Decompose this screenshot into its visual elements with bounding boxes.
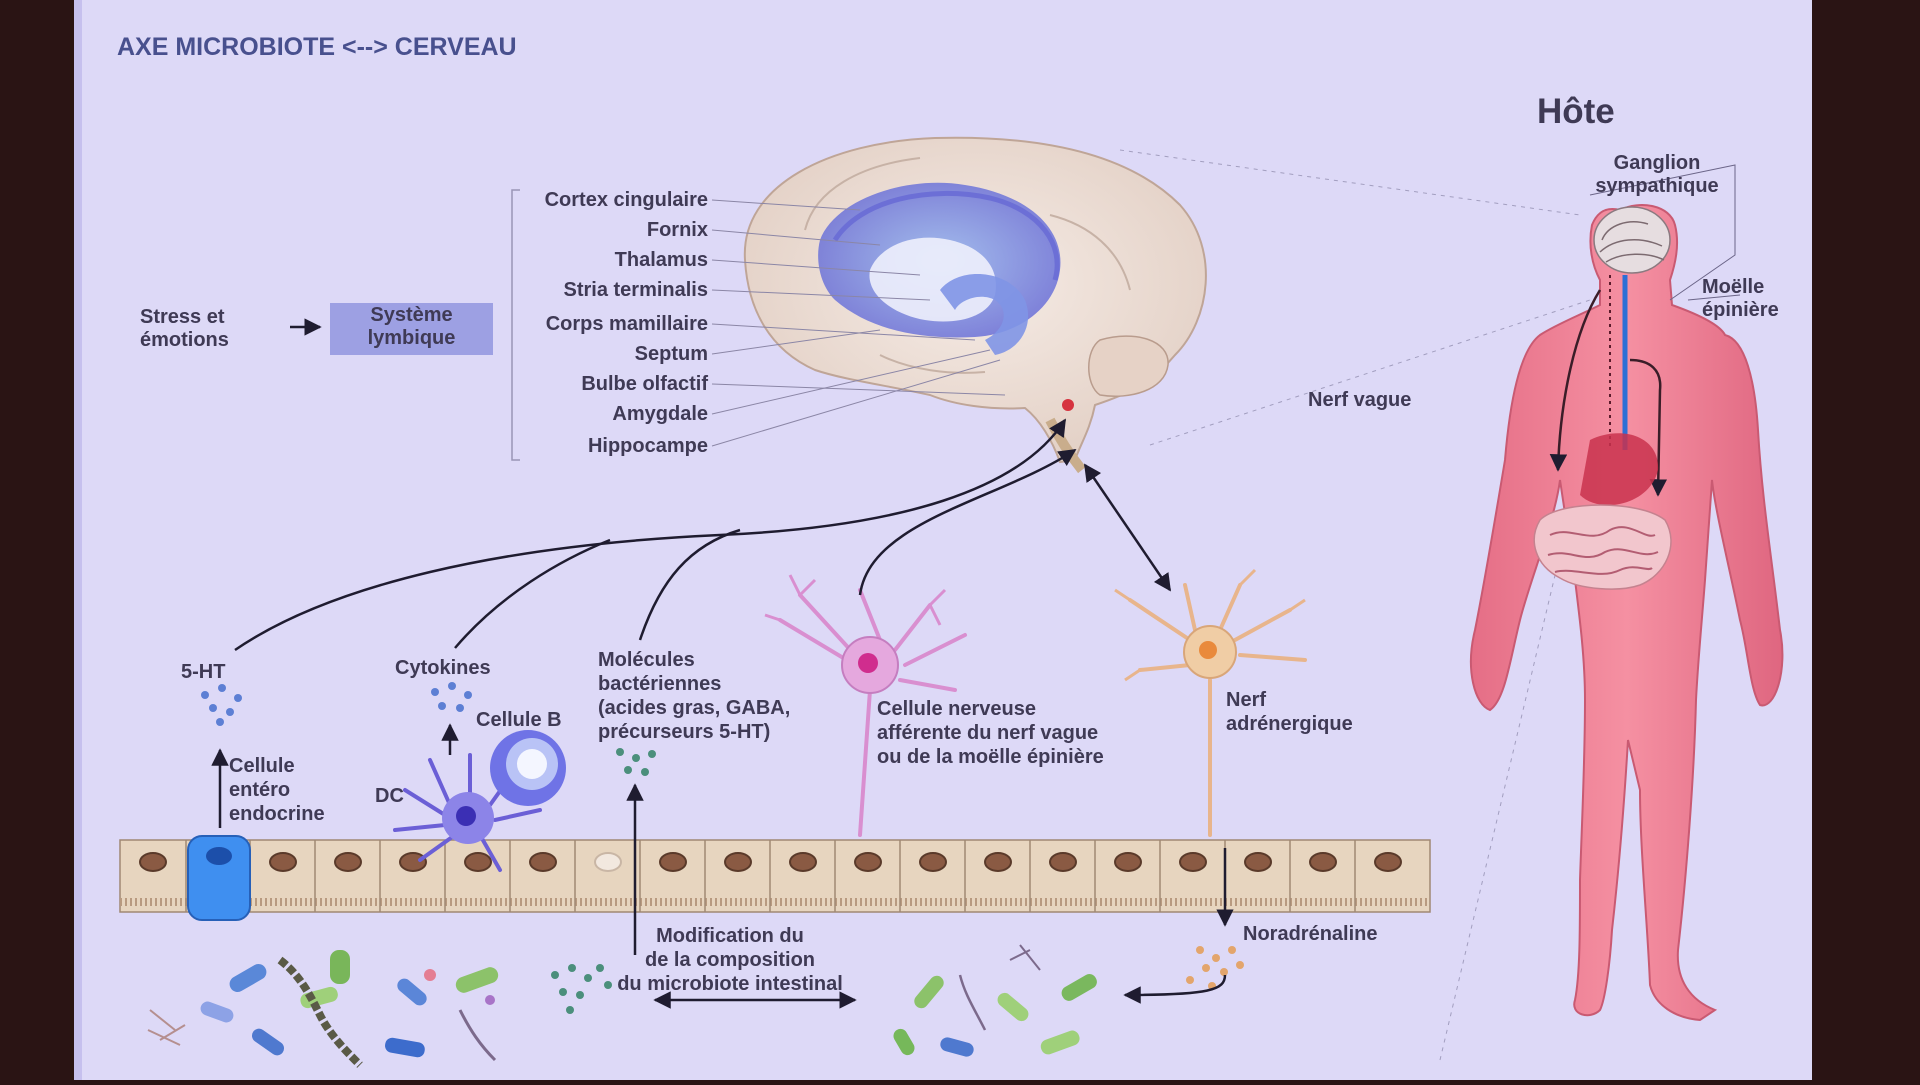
b-cell [490,730,566,806]
brain-label-fornix: Fornix [646,219,708,241]
host-label: Hôte [1537,92,1615,131]
slide-left-edge [74,0,82,1080]
cytokines-label: Cytokines [395,657,491,679]
noradrenaline-label: Noradrénaline [1243,923,1378,945]
brain-label-thalamus: Thalamus [614,249,708,271]
human-body-illustration [1469,204,1784,1022]
limbic-system-label: Système lymbique [367,304,456,349]
enteroendocrine-nucleus [206,847,232,865]
stress-emotions-label: Stress et émotions [140,306,229,351]
microbiota-illustration [147,944,1097,1068]
brain-label-corps-mamillaire: Corps mamillaire [545,313,708,335]
brain-label-hippocampe: Hippocampe [587,435,708,457]
noradrenaline-dots [1186,946,1244,990]
dc-label: DC [375,785,404,807]
brain-leader-lines [711,199,1006,447]
cellule-enteroendocrine-label: Cellule entéro endocrine [229,755,325,825]
neuron-magenta [764,574,967,837]
neuron-orange [1114,568,1307,837]
microbiota-modification-label: Modification du de la composition du mic… [617,925,843,995]
cellule-b-label: Cellule B [476,709,562,731]
pathway-arrows [211,418,1234,1009]
brain-label-amygdale: Amygdale [612,403,708,425]
moelle-leader [1687,294,1741,301]
brain-label-stria-terminalis: Stria terminalis [563,279,708,301]
lumen-molecule-dots [551,964,612,1014]
ganglion-sympathique-label: Ganglion sympathique [1595,152,1719,197]
afferent-nerve-cell-label: Cellule nerveuse afférente du nerf vague… [877,698,1104,768]
brain-label-septum: Septum [634,343,708,365]
enterocyte-row [119,839,1431,913]
brain-label-cortex-cingulaire: Cortex cingulaire [544,189,708,211]
brain-label-bulbe-olfactif: Bulbe olfactif [581,373,708,395]
adrenergic-nerve-label: Nerf adrénergique [1226,689,1353,735]
bacterial-molecule-dots [616,748,656,776]
diagram-title: AXE MICROBIOTE <--> CERVEAU [117,33,517,61]
bacterial-molecules-label: Molécules bactériennes (acides gras, GAB… [598,649,791,743]
cytokine-dots [431,682,472,712]
enteroendocrine-cell [187,835,251,921]
ganglion-leader [1589,164,1736,301]
brain-illustration [743,136,1207,474]
five-ht-dots [201,684,242,726]
moelle-epiniere-label: Moëlle épinière [1702,276,1779,321]
dendritic-cell [393,753,542,872]
five-ht-label: 5-HT [181,661,226,683]
limbic-system-box [330,303,493,355]
brain-label-bracket [511,189,520,461]
nerf-vague-label: Nerf vague [1308,389,1412,411]
